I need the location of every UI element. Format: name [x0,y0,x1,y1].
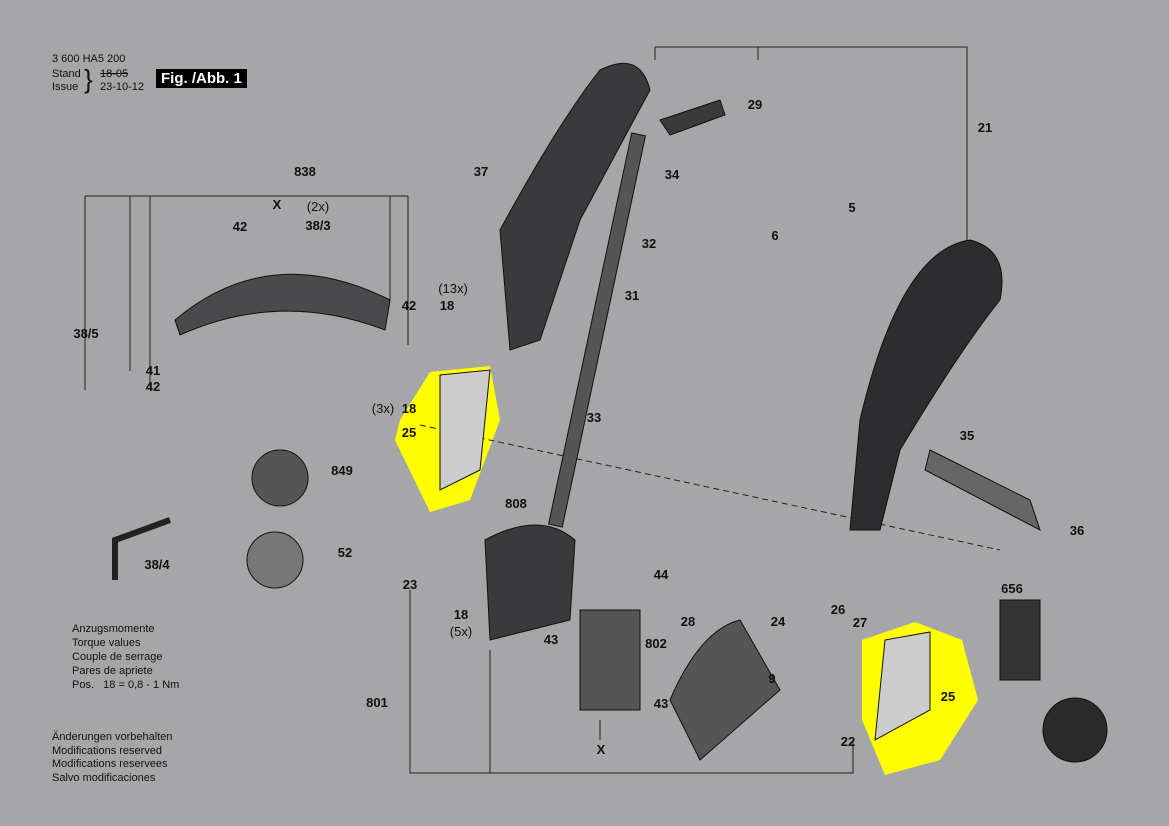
part-label: 34 [665,167,680,182]
issue-date: 23-10-12 [100,81,145,93]
figure-label: Fig. /Abb. 1 [156,69,247,88]
part-label: 35 [960,428,974,443]
part-label: 28 [681,614,695,629]
cap-52 [246,531,304,589]
part-label: X [597,742,606,757]
grip-35 [924,449,1041,532]
cover-25-left [439,369,491,491]
part-label: X [273,197,282,212]
part-label: 802 [645,636,667,651]
part-label: 808 [505,496,527,511]
spool-849 [251,449,309,507]
part-label: 27 [853,615,867,630]
part-label: 22 [841,734,855,749]
part-label: 33 [587,410,601,425]
part-label: 18 [440,298,454,313]
modification-notes: Änderungen vorbehalten Modifications res… [52,731,172,785]
wheel-656 [1042,697,1108,763]
torque-note: Pos. 18 = 0,8 - 1 Nm [72,679,180,691]
cover-25-right [874,631,931,741]
part-label: 43 [544,632,558,647]
part-label: 21 [978,120,992,135]
part-label: 29 [748,97,762,112]
guard-part [174,273,391,336]
part-label: 38/3 [305,218,330,233]
part-label: 23 [403,577,417,592]
part-label: 36 [1070,523,1084,538]
front-handle-part [849,239,1003,531]
part-label: 42 [402,298,416,313]
part-label: 52 [338,545,352,560]
motor-housing-part [484,524,576,641]
part-label: 38/5 [73,326,98,341]
part-label: 32 [642,236,656,251]
part-label: 26 [831,602,845,617]
leader-lines [84,46,1001,774]
document-number: 3 600 HA5 200 [52,53,126,65]
part-label: 6 [771,228,778,243]
part-label: 43 [654,696,668,711]
torque-note: Torque values [72,637,141,649]
dates: 18-05 23-10-12 [100,68,144,94]
wheel-part [999,599,1041,681]
part-label: 18 [402,401,416,416]
old-date: 18-05 [100,68,129,80]
wrench-38-4 [112,517,172,580]
torque-note: Pares de apriete [72,665,153,677]
part-label: 801 [366,695,388,710]
part-label: 38/4 [144,557,170,572]
part-label: 41 [146,363,160,378]
torque-note: Couple de serrage [72,651,163,663]
tube-part [547,132,647,528]
issue-label: Issue [52,81,79,93]
part-label: 849 [331,463,353,478]
part-label: (5x) [450,624,472,639]
modification-note: Modifications reservees [52,758,168,770]
part-label: 25 [941,689,955,704]
modification-note: Salvo modificaciones [52,771,156,784]
front-housing-part [669,619,781,761]
stand-label: Stand [52,68,81,80]
part-label: 18 [454,607,468,622]
brace-icon: } [84,64,93,94]
part-label: 25 [402,425,416,440]
stand-issue-labels: Stand Issue [52,68,81,94]
modification-note: Modifications reserved [52,744,163,757]
part-label: 656 [1001,581,1023,596]
torque-notes: Anzugsmomente Torque values Couple de se… [72,622,179,692]
part-label: 42 [146,379,160,394]
part-label: 37 [474,164,488,179]
part-label: (2x) [307,199,329,214]
modification-note: Änderungen vorbehalten [52,731,173,743]
part-label: 838 [294,164,316,179]
torque-note: Anzugsmomente [72,623,155,635]
part-label: (13x) [438,281,468,296]
part-label: 5 [848,200,855,215]
part-label: 44 [654,567,669,582]
motor-part [579,609,641,711]
part-label: 42 [233,219,247,234]
handle-part [499,62,651,351]
part-label: (3x) [372,401,394,416]
part-label: 9 [768,671,775,686]
part-label: 24 [771,614,786,629]
part-label: 31 [625,288,639,303]
handle-grip-part [659,99,726,136]
